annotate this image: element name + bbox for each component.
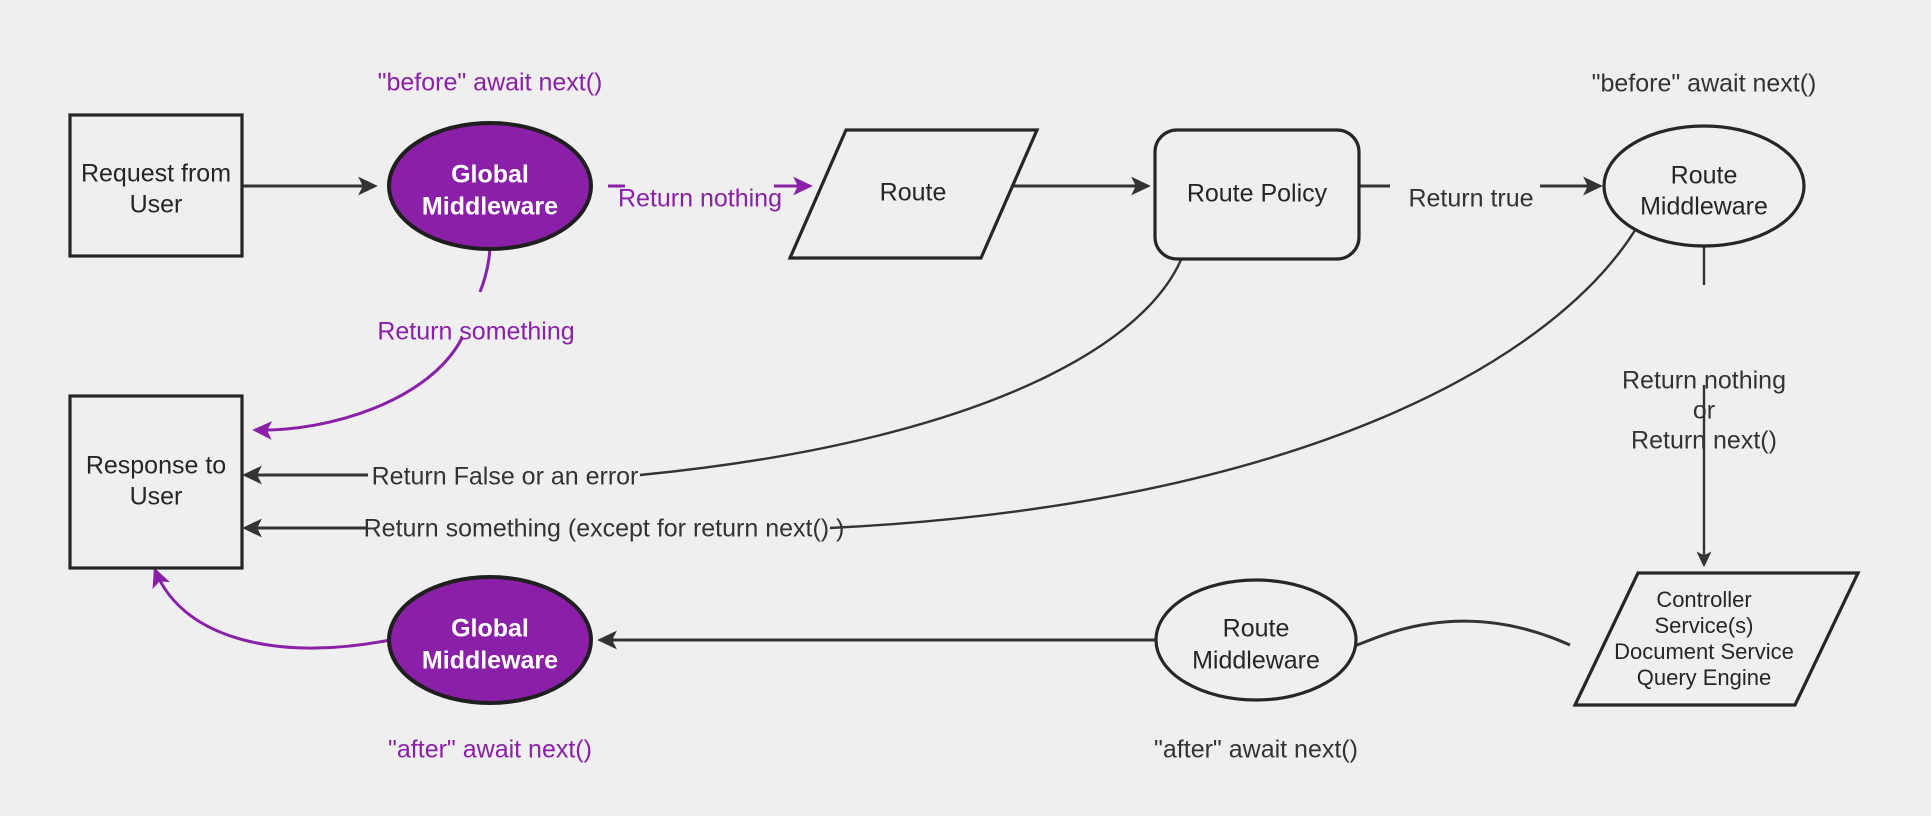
edge-label-return-something-except: Return something (except for return next… bbox=[364, 515, 845, 543]
node-request-from-user[interactable]: Request from User bbox=[68, 113, 244, 258]
annotation-before-await-next-global: "before" await next() bbox=[378, 69, 603, 97]
edge-return-something-to-response bbox=[252, 337, 464, 440]
edge-label-return-false-or-error: Return False or an error bbox=[372, 463, 639, 491]
edge-global-middleware-bottom-to-response bbox=[152, 567, 391, 650]
response-to-user-box bbox=[68, 394, 244, 570]
request-from-user-box bbox=[68, 113, 244, 258]
response-to-user-label-line1: Response to bbox=[86, 452, 226, 480]
controller-services-parallelogram bbox=[1572, 571, 1861, 707]
controller-services-label-line3: Document Service bbox=[1614, 639, 1794, 664]
node-global-middleware-bottom[interactable]: Global Middleware bbox=[387, 575, 593, 705]
controller-services-label-line2: Service(s) bbox=[1654, 613, 1753, 638]
global-middleware-bottom-label-line2: Middleware bbox=[422, 647, 558, 675]
controller-services-label-line1: Controller bbox=[1656, 587, 1751, 612]
global-middleware-bottom-label-line1: Global bbox=[451, 615, 529, 643]
annotation-after-await-next-global: "after" await next() bbox=[388, 736, 592, 764]
edge-label-return-something: Return something bbox=[377, 318, 574, 346]
node-route[interactable]: Route bbox=[787, 128, 1040, 260]
route-middleware-bottom-label-line2: Middleware bbox=[1192, 647, 1320, 675]
route-middleware-bottom-label-line1: Route bbox=[1223, 615, 1290, 643]
global-middleware-top-ellipse bbox=[387, 121, 593, 251]
annotation-before-await-next-route: "before" await next() bbox=[1592, 70, 1817, 98]
edge-route-policy-to-response-curve bbox=[639, 221, 1192, 477]
node-route-middleware-bottom[interactable]: Route Middleware bbox=[1154, 578, 1358, 702]
edge-route-middleware-to-response-curve bbox=[829, 221, 1642, 530]
route-policy-box bbox=[1153, 128, 1361, 261]
global-middleware-bottom-ellipse bbox=[387, 575, 593, 705]
edge-label-return-nothing-or-line1: Return nothing bbox=[1622, 367, 1786, 395]
global-middleware-top-label-line2: Middleware bbox=[422, 193, 558, 221]
route-middleware-top-label-line1: Route bbox=[1671, 162, 1738, 190]
edge-label-return-nothing-or-line3: Return next() bbox=[1631, 427, 1777, 455]
route-label: Route bbox=[880, 179, 947, 207]
route-middleware-top-ellipse bbox=[1602, 124, 1806, 248]
route-policy-label: Route Policy bbox=[1187, 180, 1328, 208]
controller-services-label-line4: Query Engine bbox=[1637, 665, 1772, 690]
response-to-user-label-line2: User bbox=[130, 483, 183, 511]
request-from-user-label-line2: User bbox=[130, 191, 183, 219]
request-from-user-label-line1: Request from bbox=[81, 160, 231, 188]
annotation-after-await-next-route: "after" await next() bbox=[1154, 736, 1358, 764]
node-global-middleware-top[interactable]: Global Middleware bbox=[387, 121, 593, 251]
global-middleware-top-label-line1: Global bbox=[451, 161, 529, 189]
node-response-to-user[interactable]: Response to User bbox=[68, 394, 244, 570]
route-middleware-bottom-ellipse bbox=[1154, 578, 1358, 702]
edge-label-return-nothing: Return nothing bbox=[618, 185, 782, 213]
edge-label-return-true: Return true bbox=[1408, 185, 1533, 213]
route-middleware-top-label-line2: Middleware bbox=[1640, 193, 1768, 221]
route-parallelogram bbox=[787, 128, 1040, 260]
edge-label-return-nothing-or-line2: or bbox=[1693, 397, 1715, 425]
node-route-policy[interactable]: Route Policy bbox=[1153, 128, 1361, 261]
node-route-middleware-top[interactable]: Route Middleware bbox=[1602, 124, 1806, 248]
node-controller-services[interactable]: Controller Service(s) Document Service Q… bbox=[1572, 571, 1861, 707]
